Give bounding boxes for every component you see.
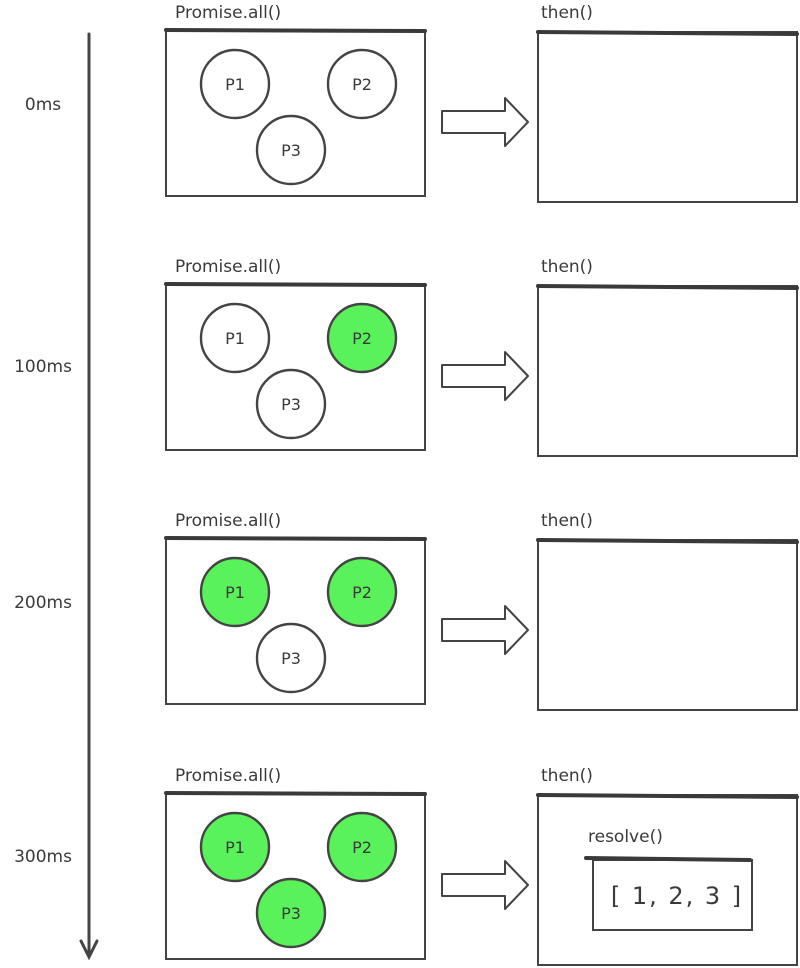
then-box <box>537 31 798 203</box>
promise-p3-label: P3 <box>281 649 301 668</box>
promise-p1-label: P1 <box>225 329 245 348</box>
promise-p3-circle <box>255 877 327 949</box>
promise-p2-circle <box>326 556 398 628</box>
promise-all-label: Promise.all() <box>175 3 281 23</box>
then-box-top-edge <box>536 538 799 544</box>
time-label: 0ms <box>25 95 61 115</box>
result-box <box>592 859 753 931</box>
promise-p3-label: P3 <box>281 395 301 414</box>
then-box-top-edge <box>536 284 799 290</box>
promise-p1-label: P1 <box>225 838 245 857</box>
result-box-top-edge <box>584 856 752 862</box>
promise-all-box-top-edge <box>164 536 427 541</box>
promise-p1-circle <box>199 811 271 883</box>
then-box-top-edge <box>536 793 799 799</box>
promise-p1-circle <box>199 556 271 628</box>
promise-all-label: Promise.all() <box>175 766 281 786</box>
promise-all-box-top-edge <box>164 791 427 796</box>
then-box <box>537 285 798 457</box>
promise-p1-label: P1 <box>225 75 245 94</box>
promise-p3-circle <box>255 368 327 440</box>
promise-p3-circle <box>255 622 327 694</box>
promise-all-label: Promise.all() <box>175 257 281 277</box>
promise-p3-label: P3 <box>281 141 301 160</box>
promise-all-box-top-edge <box>164 282 427 287</box>
resolve-label: resolve() <box>588 827 663 847</box>
promise-p3-label: P3 <box>281 904 301 923</box>
time-label: 200ms <box>14 593 72 613</box>
flow-arrow-icon <box>441 351 529 401</box>
then-box-top-edge <box>536 30 799 36</box>
then-label: then() <box>541 511 593 531</box>
then-label: then() <box>541 766 593 786</box>
promise-p3-circle <box>255 114 327 186</box>
promise-p1-circle <box>199 302 271 374</box>
then-label: then() <box>541 257 593 277</box>
then-box <box>537 539 798 711</box>
promise-p2-circle <box>326 811 398 883</box>
time-label: 300ms <box>14 847 72 867</box>
promise-p2-label: P2 <box>352 838 372 857</box>
promise-p1-circle <box>199 48 271 120</box>
promise-p2-circle <box>326 302 398 374</box>
result-value: [ 1, 2, 3 ] <box>611 882 743 910</box>
timeline-axis <box>79 32 99 961</box>
flow-arrow-icon <box>441 860 529 910</box>
promise-all-box-top-edge <box>164 28 427 33</box>
flow-arrow-icon <box>441 97 529 147</box>
then-label: then() <box>541 3 593 23</box>
promise-p2-label: P2 <box>352 583 372 602</box>
promise-p2-label: P2 <box>352 329 372 348</box>
promise-p2-label: P2 <box>352 75 372 94</box>
flow-arrow-icon <box>441 605 529 655</box>
time-label: 100ms <box>14 357 72 377</box>
promise-p1-label: P1 <box>225 583 245 602</box>
promise-all-label: Promise.all() <box>175 511 281 531</box>
promise-p2-circle <box>326 48 398 120</box>
